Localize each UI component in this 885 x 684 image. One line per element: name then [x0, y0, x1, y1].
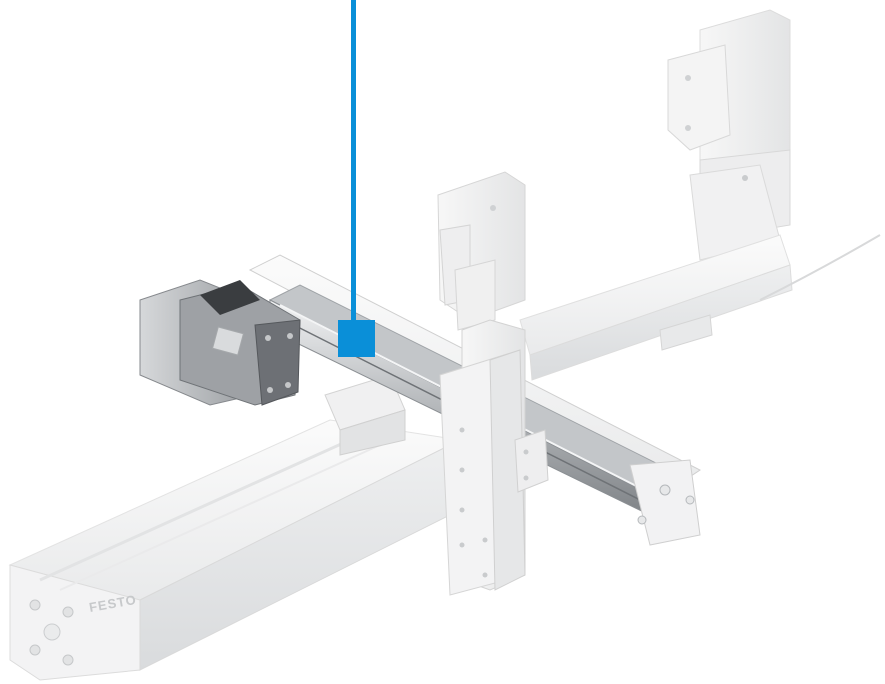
- front-carriage: [324, 374, 406, 456]
- front-y-axis: FESTO: [8, 419, 462, 681]
- rear-right-motor: [667, 9, 791, 261]
- rear-y-axis: [519, 234, 881, 381]
- x-axis-motor: [139, 279, 301, 406]
- callout-marker-icon: [338, 0, 375, 357]
- z-axis: [437, 171, 549, 596]
